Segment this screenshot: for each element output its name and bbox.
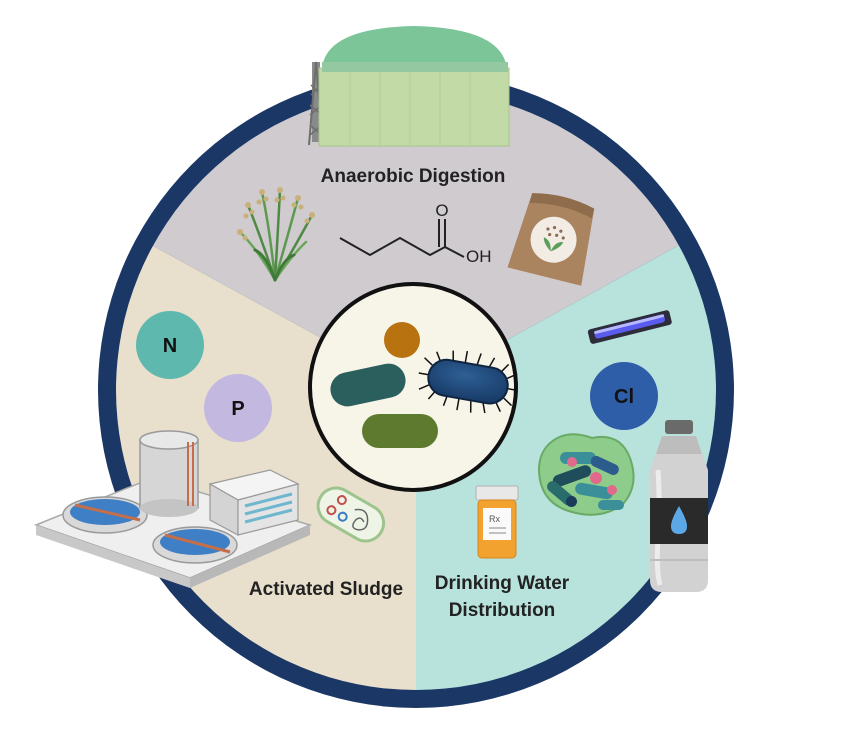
microbe-center-circle <box>308 282 518 492</box>
uv-lamp-icon <box>587 310 672 344</box>
anaerobic-digestion-label: Anaerobic Digestion <box>321 166 506 187</box>
chlorine-label: Cl <box>614 386 634 408</box>
activated-sludge-label: Activated Sludge <box>249 579 403 600</box>
drinking-water-label-line1: Drinking Water <box>435 573 570 594</box>
phosphorus-label: P <box>231 398 244 420</box>
oxygen-label: O <box>435 201 448 220</box>
prescription-symbol: Rx <box>489 514 500 524</box>
digester-tank-icon <box>308 26 510 147</box>
rod-cell-teal-icon <box>330 363 406 407</box>
rod-cell-green-icon <box>362 414 438 448</box>
plasmid-bacterium-icon <box>316 486 386 543</box>
valeric-acid-molecule-icon: O OH <box>339 201 492 266</box>
coccus-cell-icon <box>384 322 420 358</box>
nitrogen-label: N <box>163 335 177 357</box>
flagellated-cell-icon <box>418 350 518 414</box>
drinking-water-label-line2: Distribution <box>449 600 556 621</box>
chlorine-circle <box>590 362 658 430</box>
nitrogen-circle <box>136 311 204 379</box>
hydroxyl-label: OH <box>466 247 492 266</box>
seed-bag-icon <box>507 193 595 286</box>
phosphorus-circle <box>204 374 272 442</box>
sector-drinking-water <box>416 140 716 690</box>
grass-plant-icon <box>237 187 315 282</box>
pill-bottle-icon: Rx <box>475 485 519 559</box>
biofilm-cluster-icon <box>538 433 635 516</box>
treatment-plant-icon <box>33 430 313 588</box>
water-bottle-icon <box>650 420 708 592</box>
